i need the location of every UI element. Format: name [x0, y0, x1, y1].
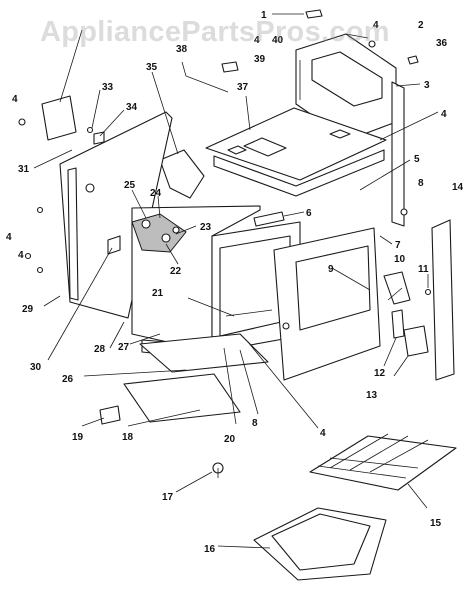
callout-19: 19 — [72, 432, 84, 443]
part-2-screw — [368, 40, 376, 48]
part-15-oven-rack — [309, 433, 457, 491]
part-11-screw — [424, 288, 432, 296]
part-19-bracket — [99, 405, 121, 425]
part-16-broiler-pan — [253, 507, 387, 581]
callout-21: 21 — [152, 288, 164, 299]
callout-13: 13 — [366, 390, 378, 401]
callout-28: 28 — [94, 344, 106, 355]
part-13-pad — [403, 325, 429, 357]
part-39-bracket — [221, 61, 239, 73]
part-9-10-hinge — [383, 271, 411, 305]
callout-40: 40 — [272, 35, 284, 46]
part-21-rack-rod — [225, 309, 273, 317]
part-26-27-lower-trim — [139, 333, 269, 373]
part-31-bracket — [41, 95, 77, 141]
callout-14: 14 — [452, 182, 464, 193]
callout-30: 30 — [30, 362, 42, 373]
callout-2: 2 — [418, 20, 424, 31]
callout-4-left-low: 4 — [18, 250, 24, 261]
callout-23: 23 — [200, 222, 212, 233]
part-40-rear-panel — [295, 33, 397, 141]
callout-8-right: 8 — [418, 178, 424, 189]
callout-39: 39 — [254, 54, 266, 65]
callout-20: 20 — [224, 434, 236, 445]
callout-10: 10 — [394, 254, 406, 265]
callout-labels: 1 4 2 36 40 4 38 39 3 35 37 4 5 8 14 6 7… — [6, 10, 464, 555]
part-33-screw — [86, 126, 94, 134]
part-6-bracket — [253, 211, 285, 227]
part-door-outer — [273, 227, 381, 381]
callout-16: 16 — [204, 544, 216, 555]
callout-27: 27 — [118, 342, 130, 353]
part-22-23-24-25-burner-assembly — [131, 213, 187, 253]
part-18-drawer-rail — [123, 373, 241, 423]
part-38-rod — [181, 61, 229, 93]
callout-35: 35 — [146, 62, 158, 73]
callout-4-bottom: 4 — [320, 428, 326, 439]
callout-4-left-top: 4 — [12, 94, 18, 105]
callout-11: 11 — [418, 264, 429, 275]
callout-8-bottom: 8 — [252, 418, 258, 429]
callout-1: 1 — [261, 10, 267, 21]
callout-37: 37 — [237, 82, 249, 93]
callout-4-right: 4 — [441, 109, 447, 120]
leader-lines — [33, 13, 439, 549]
callout-4-top-left: 4 — [254, 35, 260, 46]
callout-5: 5 — [414, 154, 420, 165]
part-35-vent-duct — [159, 149, 205, 199]
callout-38: 38 — [176, 44, 188, 55]
part-37-top-panel — [205, 107, 387, 181]
callout-6: 6 — [306, 208, 312, 219]
callout-18: 18 — [122, 432, 134, 443]
callout-24: 24 — [150, 188, 162, 199]
part-3-side-panel-right — [391, 81, 405, 227]
part-12-spring — [391, 309, 405, 339]
part-36-small-clip — [407, 55, 419, 65]
callout-3: 3 — [424, 80, 430, 91]
callout-15: 15 — [430, 518, 442, 529]
part-4-screw-left — [18, 118, 44, 274]
callout-22: 22 — [170, 266, 182, 277]
callout-33: 33 — [102, 82, 114, 93]
callout-9: 9 — [328, 264, 334, 275]
callout-26: 26 — [62, 374, 74, 385]
callout-7: 7 — [395, 240, 401, 251]
callout-17: 17 — [162, 492, 174, 503]
part-17-leveler-foot — [212, 462, 224, 478]
part-14-trim-strip — [431, 219, 455, 381]
callout-4-top: 4 — [373, 20, 379, 31]
callout-12: 12 — [374, 368, 386, 379]
callout-34: 34 — [126, 102, 138, 113]
callout-25: 25 — [124, 180, 136, 191]
part-5-cross-brace — [213, 149, 385, 197]
callout-31: 31 — [18, 164, 30, 175]
part-1-top-clip — [305, 9, 323, 19]
callout-36: 36 — [436, 38, 448, 49]
callout-4-left-mid: 4 — [6, 232, 12, 243]
callout-29: 29 — [22, 304, 34, 315]
watermark-text: AppliancePartsPros.com — [40, 16, 390, 48]
part-8-screw-right — [400, 208, 408, 216]
